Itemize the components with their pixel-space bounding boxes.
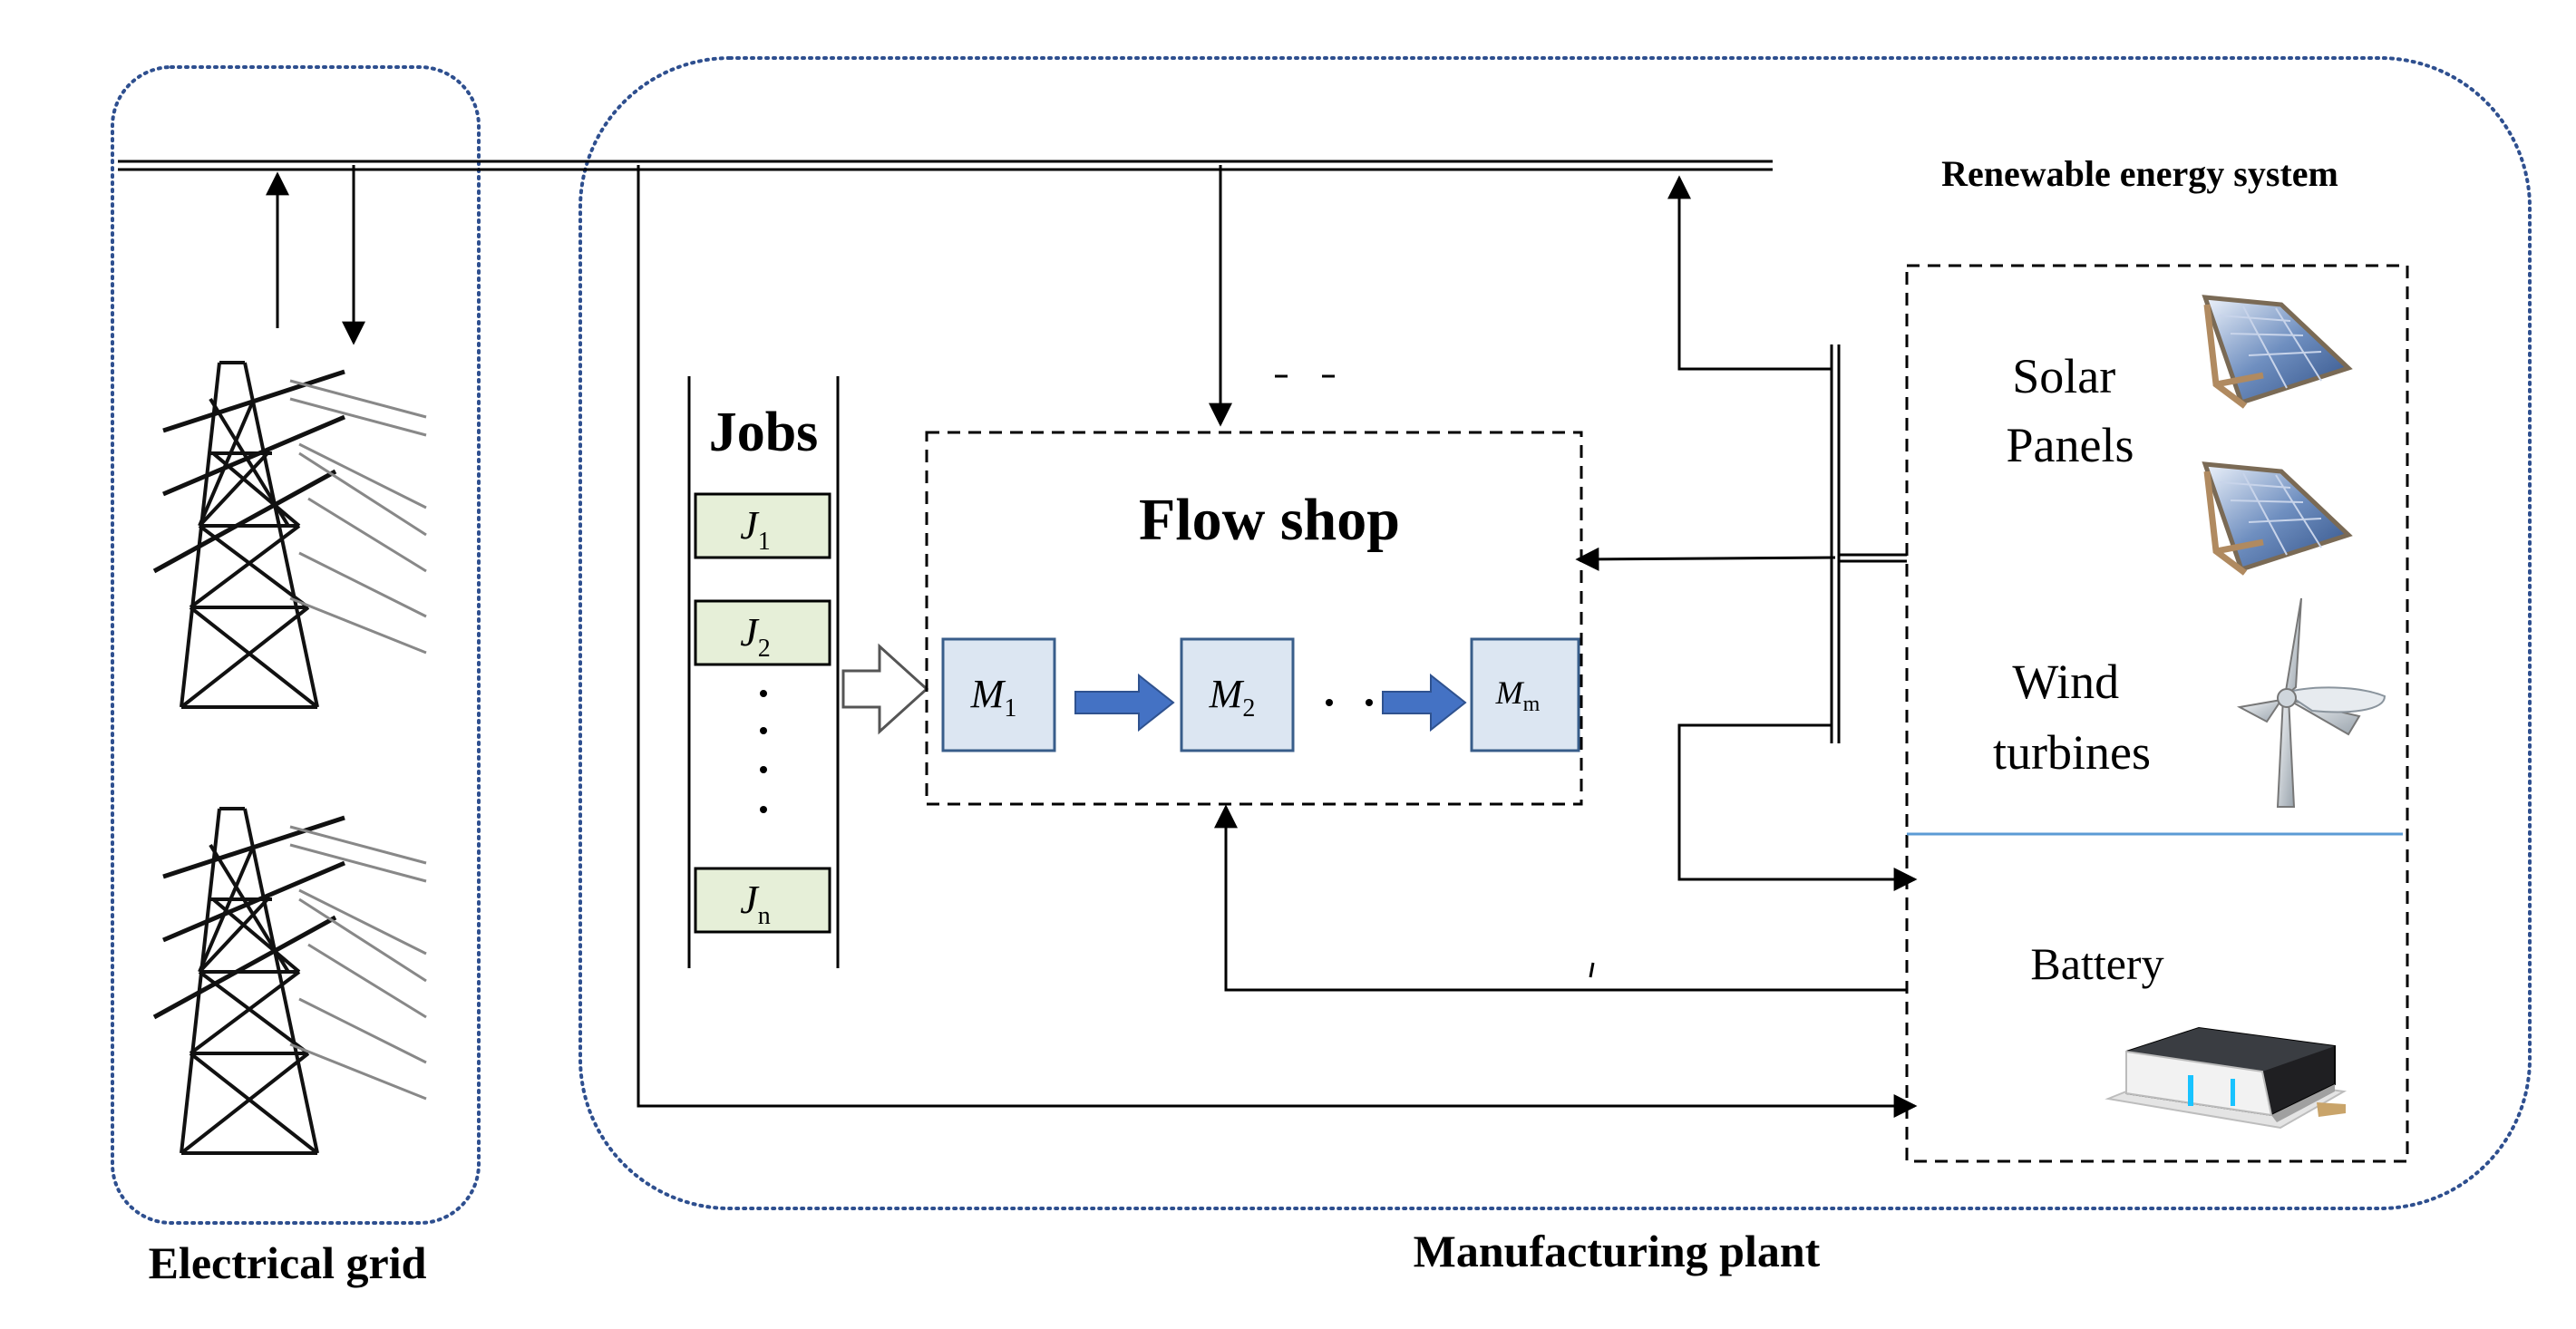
manufacturing-plant-boundary (578, 56, 2532, 1210)
solar-panel-icon (2202, 295, 2353, 409)
bus-to-battery-line (637, 165, 1918, 1118)
job-label: J1 (740, 503, 771, 556)
jobs-title: Jobs (709, 402, 819, 463)
tick-mark (1589, 962, 1595, 978)
machine-box (941, 637, 1056, 752)
machine-label: Mm (1495, 674, 1541, 716)
manufacturing-plant-label: Manufacturing plant (1414, 1226, 1821, 1276)
machine-label: M1 (970, 672, 1017, 723)
job-label: Jn (740, 878, 771, 930)
flow-arrow (1382, 673, 1467, 732)
renewable-to-battery-line (1677, 723, 1918, 891)
electrical-grid-boundary (111, 65, 481, 1225)
job-label: J2 (740, 610, 771, 663)
jobs-to-flowshop-arrow (841, 643, 929, 735)
battery-to-flowshop-line (1214, 804, 1907, 992)
flow-arrow (1074, 673, 1175, 732)
machine-box (1470, 637, 1580, 752)
machine-label: M2 (1209, 672, 1256, 723)
power-tower-icon (152, 361, 427, 709)
job-box (694, 599, 831, 666)
flowshop-box (925, 431, 1583, 806)
flowshop-title: Flow shop (1139, 487, 1400, 553)
battery-storage-icon (2105, 1026, 2348, 1130)
solar-panel-icon (2202, 461, 2353, 576)
electrical-grid-label: Electrical grid (149, 1237, 427, 1288)
wind-turbines-label: Wind turbines (1993, 655, 2151, 780)
wind-turbine-icon (2236, 597, 2386, 808)
machine-box (1180, 637, 1295, 752)
renewable-energy-system-box (1905, 264, 2409, 1163)
renewable-collector-bus (1830, 344, 1841, 743)
renewable-to-bus-line (1667, 175, 1832, 371)
renewable-to-flowshop-arrow (1575, 547, 1836, 571)
job-box (694, 867, 831, 934)
job-box (694, 492, 831, 559)
ellipsis-dots (760, 690, 767, 813)
ellipsis-dots (1326, 699, 1373, 706)
jobs-queue: Jobs J1 J2 Jn (687, 376, 840, 968)
renewable-energy-system-label: Renewable energy system (1941, 153, 2338, 194)
solar-panels-label: Solar Panels (2007, 349, 2134, 472)
battery-label: Battery (2030, 938, 2163, 989)
power-bus (118, 160, 1773, 171)
power-tower-icon (152, 807, 427, 1155)
